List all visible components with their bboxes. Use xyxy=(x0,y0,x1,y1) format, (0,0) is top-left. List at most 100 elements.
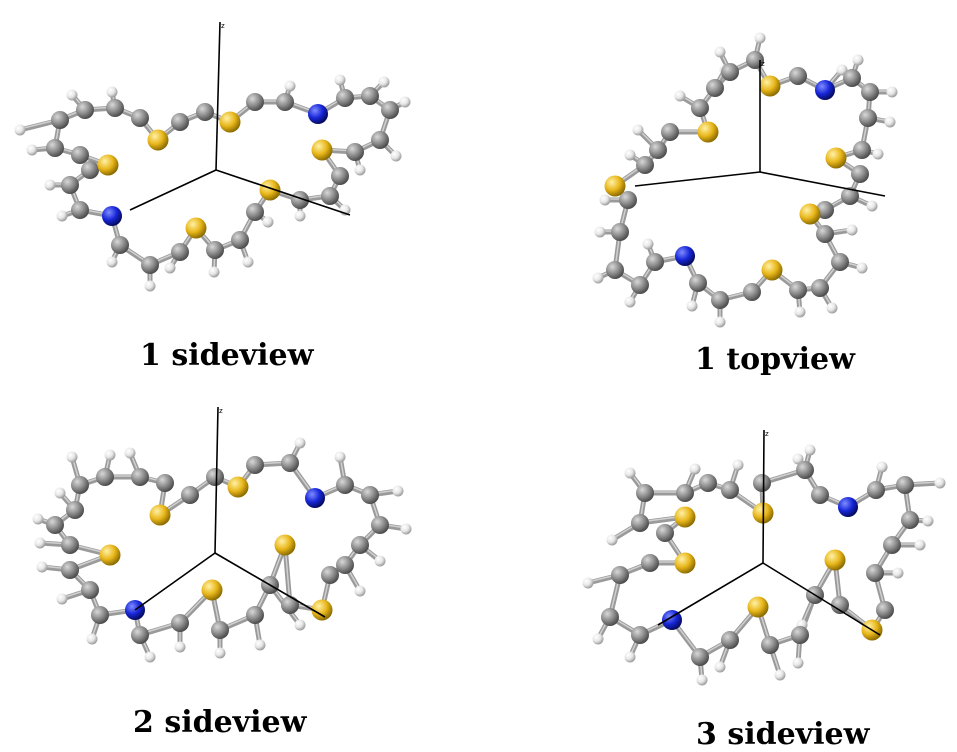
carbon-atom xyxy=(71,201,89,219)
atoms xyxy=(32,437,412,663)
sulfur-atom xyxy=(97,154,119,176)
nitrogen-atom xyxy=(305,488,325,508)
hydrogen-atom xyxy=(914,539,926,551)
hydrogen-atom xyxy=(856,262,868,274)
hydrogen-atom xyxy=(86,633,98,645)
carbon-atom xyxy=(206,468,224,486)
carbon-atom xyxy=(641,554,659,572)
hydrogen-atom xyxy=(886,86,898,98)
hydrogen-atom xyxy=(852,54,864,66)
sulfur-atom xyxy=(799,203,821,225)
carbon-atom xyxy=(636,484,654,502)
molecule-panel-2-sideview: z 2 sideview xyxy=(0,395,480,752)
axis-line xyxy=(215,169,351,216)
hydrogen-atom xyxy=(214,647,226,659)
carbon-atom xyxy=(96,468,114,486)
carbon-atom xyxy=(631,514,649,532)
axis-line xyxy=(634,171,761,187)
hydrogen-atom xyxy=(686,300,698,312)
hydrogen-atom xyxy=(892,567,904,579)
caption-1-sideview: 1 sideview xyxy=(140,338,314,373)
sulfur-atom xyxy=(747,596,769,618)
carbon-atom xyxy=(346,143,364,161)
coordinate-axes: z xyxy=(129,21,351,216)
sulfur-atom xyxy=(759,75,781,97)
carbon-atom xyxy=(761,636,779,654)
carbon-atom xyxy=(46,516,64,534)
hydrogen-atom xyxy=(792,657,804,669)
sulfur-atom xyxy=(824,549,846,571)
hydrogen-atom xyxy=(390,150,402,162)
hydrogen-atom xyxy=(36,561,48,573)
carbon-atom xyxy=(131,626,149,644)
hydrogen-atom xyxy=(826,302,838,314)
hydrogen-atom xyxy=(934,477,946,489)
molecule-panel-1-sideview: z 1 sideview xyxy=(0,0,480,400)
carbon-atom xyxy=(676,484,694,502)
carbon-atom xyxy=(181,486,199,504)
z-axis-label: z xyxy=(219,407,223,415)
carbon-atom xyxy=(106,99,124,117)
hydrogen-atom xyxy=(624,149,636,161)
hydrogen-atom xyxy=(624,651,636,663)
carbon-atom xyxy=(631,276,649,294)
carbon-atom xyxy=(331,167,349,185)
carbon-atom xyxy=(91,606,109,624)
carbon-atom xyxy=(816,201,834,219)
sulfur-atom xyxy=(825,147,847,169)
carbon-atom xyxy=(281,454,299,472)
hydrogen-atom xyxy=(294,210,306,222)
carbon-atom xyxy=(896,476,914,494)
carbon-atom xyxy=(853,141,871,159)
carbon-atom xyxy=(606,261,624,279)
hydrogen-atom xyxy=(804,444,816,456)
hydrogen-atom xyxy=(642,238,654,250)
carbon-atom xyxy=(661,123,679,141)
sulfur-atom xyxy=(311,599,333,621)
carbon-atom xyxy=(601,608,619,626)
carbon-atom xyxy=(861,83,879,101)
hydrogen-atom xyxy=(144,651,156,663)
carbon-atom xyxy=(81,161,99,179)
hydrogen-atom xyxy=(32,513,44,525)
carbon-atom xyxy=(611,223,629,241)
carbon-atom xyxy=(706,79,724,97)
carbon-atom xyxy=(789,281,807,299)
hydrogen-atom xyxy=(164,262,176,274)
hydrogen-atom xyxy=(866,200,878,212)
carbon-atom xyxy=(371,131,389,149)
carbon-atom xyxy=(351,536,369,554)
hydrogen-atom xyxy=(106,256,118,268)
hydrogen-atom xyxy=(208,266,220,278)
sulfur-atom xyxy=(147,129,169,151)
hydrogen-atom xyxy=(606,534,618,546)
hydrogen-atom xyxy=(294,437,306,449)
carbon-atom xyxy=(361,87,379,105)
sulfur-atom xyxy=(227,476,249,498)
carbon-atom xyxy=(246,203,264,221)
hydrogen-atom xyxy=(354,585,366,597)
axis-line xyxy=(215,21,221,171)
hydrogen-atom xyxy=(399,96,411,108)
carbon-atom xyxy=(156,474,174,492)
carbon-atom xyxy=(206,241,224,259)
carbon-atom xyxy=(789,67,807,85)
carbon-atom xyxy=(291,191,309,209)
carbon-atom xyxy=(691,648,709,666)
caption-1-topview: 1 topview xyxy=(695,342,855,377)
molecule-model-1-sideview: z xyxy=(14,21,411,292)
carbon-atom xyxy=(843,69,861,87)
hydrogen-atom xyxy=(66,89,78,101)
hydrogen-atom xyxy=(624,467,636,479)
carbon-atom xyxy=(867,481,885,499)
hydrogen-atom xyxy=(104,449,116,461)
hydrogen-atom xyxy=(66,451,78,463)
molecule-model-2-sideview: z xyxy=(32,406,412,663)
carbon-atom xyxy=(61,536,79,554)
hydrogen-atom xyxy=(392,485,404,497)
axis-line xyxy=(657,562,764,626)
carbon-atom xyxy=(721,631,739,649)
atoms xyxy=(14,74,411,292)
hydrogen-atom xyxy=(354,164,366,176)
carbon-atom xyxy=(691,99,709,117)
